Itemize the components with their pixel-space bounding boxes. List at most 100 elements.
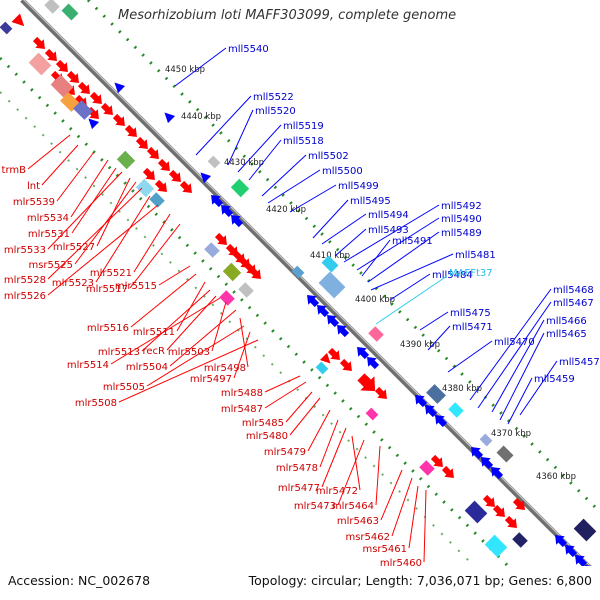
reverse-gene-label: mll5518	[283, 136, 324, 147]
leader-line	[389, 273, 431, 301]
reverse-gene-arrow	[491, 467, 504, 480]
reverse-gene-arrow	[471, 447, 484, 460]
scale-tick-label: 4410 kbp	[310, 251, 350, 261]
feature-block	[207, 155, 221, 169]
reverse-gene-label: mll5499	[338, 181, 379, 192]
leader-line	[334, 228, 367, 257]
reverse-gene-label: mll5490	[441, 214, 482, 225]
forward-gene-label: mlr5521	[90, 268, 132, 279]
leader-line	[95, 195, 151, 283]
leader-line	[356, 217, 440, 271]
forward-gene-label: msr5525	[28, 260, 73, 271]
forward-gene-arrow	[339, 358, 352, 371]
forward-gene-label: recR	[143, 346, 166, 357]
leader-line	[370, 253, 454, 291]
leader-line	[195, 95, 252, 156]
forward-gene-label: mlr5523	[52, 278, 94, 289]
feature-block	[464, 500, 488, 524]
leader-line	[56, 151, 95, 202]
reverse-gene-label: mll5465	[546, 329, 587, 340]
feature-block	[419, 460, 435, 476]
forward-gene-label: mlr5479	[264, 447, 306, 458]
forward-gene-label: mlr5463	[337, 516, 379, 527]
leader-line	[289, 184, 337, 213]
feature-block	[222, 262, 242, 282]
reverse-gene-label: mll5491	[392, 236, 433, 247]
reverse-gene-arrow	[327, 315, 340, 328]
reverse-gene-arrow	[555, 535, 568, 548]
leader-line	[267, 169, 321, 204]
feature-block	[219, 290, 235, 306]
forward-gene-label: mlr5531	[28, 229, 70, 240]
reverse-gene-label: mll5540	[228, 44, 269, 55]
feature-block	[204, 242, 220, 258]
leader-line	[519, 360, 558, 416]
scale-tick-label: 4360 kbp	[536, 472, 576, 482]
leader-line	[41, 144, 79, 186]
reverse-gene-label: mll5502	[308, 151, 349, 162]
leader-line	[337, 439, 365, 506]
forward-gene-label: mlr5487	[221, 404, 263, 415]
reverse-gene-arrow	[88, 118, 100, 130]
forward-gene-label: mlr5498	[204, 363, 246, 374]
forward-gene-arrow	[32, 36, 45, 49]
leader-line	[211, 301, 227, 352]
genome-backbone	[20, 0, 592, 566]
leader-line	[27, 134, 71, 170]
leader-line	[391, 477, 413, 537]
reverse-gene-arrow	[481, 457, 494, 470]
feature-block	[426, 384, 446, 404]
forward-gene-arrow	[319, 352, 331, 364]
reverse-gene-label: mll5522	[253, 92, 294, 103]
leader-line	[166, 295, 217, 351]
leader-line	[110, 297, 221, 365]
accession-text: Accession: NC_002678	[8, 573, 151, 588]
feature-block	[484, 534, 508, 558]
forward-gene-label: mlr5528	[4, 275, 46, 286]
forward-gene-label: mlr5533	[4, 245, 46, 256]
reverse-gene-label: mll5468	[553, 285, 594, 296]
forward-gene-label: mlr5505	[103, 382, 145, 393]
scale-tick-label: 4440 kbp	[181, 112, 221, 122]
forward-gene-arrow	[357, 373, 376, 392]
map-title: Mesorhizobium loti MAFF303099, complete …	[118, 8, 457, 23]
reverse-gene-arrow	[307, 295, 320, 308]
scale-tick-label: 4430 kbp	[224, 158, 264, 168]
forward-gene-arrow	[430, 454, 443, 467]
leader-line	[237, 124, 282, 173]
feature-block	[0, 21, 13, 35]
leader-line	[507, 377, 533, 425]
forward-gene-arrow	[154, 179, 167, 192]
reverse-gene-label: mll5500	[322, 166, 363, 177]
feature-block	[149, 192, 165, 208]
leader-line	[289, 397, 321, 436]
leader-line	[118, 339, 259, 403]
forward-gene-label: mlr5511	[133, 327, 175, 338]
leader-line	[169, 309, 237, 367]
feature-block	[61, 3, 79, 21]
reverse-gene-arrow	[221, 205, 234, 218]
forward-gene-label: lnt	[27, 181, 40, 192]
leader-line	[447, 340, 493, 373]
feature-block	[315, 361, 329, 375]
forward-gene-label: mlr5478	[276, 463, 318, 474]
reverse-gene-label: mll5481	[455, 250, 496, 261]
scale-tick-label: 4390 kbp	[400, 340, 440, 350]
feature-block	[573, 518, 597, 542]
forward-gene-label: msr5462	[345, 532, 390, 543]
forward-gene-label: mlr5473	[294, 501, 336, 512]
leader-line	[375, 275, 448, 325]
reverse-gene-arrow	[435, 415, 448, 428]
leader-line	[285, 391, 313, 423]
forward-gene-arrow	[179, 180, 192, 193]
forward-gene-arrow	[100, 102, 113, 115]
leader-line	[239, 317, 249, 368]
reverse-gene-arrow	[114, 82, 126, 94]
feature-block	[238, 282, 254, 298]
leader-line	[248, 139, 282, 181]
forward-gene-arrow	[482, 494, 495, 507]
reverse-gene-arrow	[565, 545, 578, 558]
forward-gene-label: mlr5480	[246, 431, 288, 442]
forward-gene-label: mlr5504	[126, 362, 168, 373]
